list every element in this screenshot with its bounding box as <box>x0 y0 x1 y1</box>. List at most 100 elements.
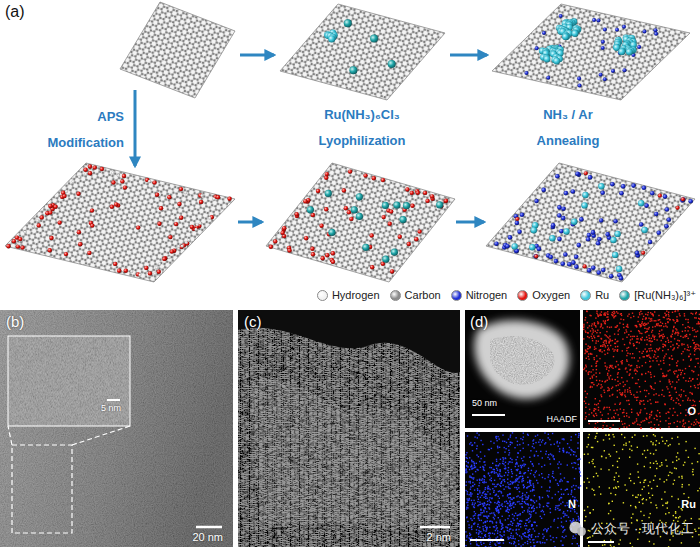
eds-dot <box>585 365 586 366</box>
eds-dot <box>538 533 539 534</box>
eds-dot <box>595 413 596 414</box>
eds-dot <box>605 323 606 324</box>
oxygen-atom <box>152 180 156 184</box>
nitrogen-atom <box>551 223 556 228</box>
eds-dot <box>510 493 511 494</box>
nitrogen-atom <box>559 14 563 18</box>
eds-dot <box>662 344 663 345</box>
eds-dot <box>541 466 542 467</box>
eds-dot <box>534 546 535 547</box>
ru-single-atom <box>512 243 518 249</box>
eds-dot <box>517 495 518 496</box>
eds-dot <box>559 480 560 481</box>
eds-dot <box>664 336 665 337</box>
eds-dot <box>546 451 547 452</box>
eds-dot <box>594 427 595 428</box>
eds-dot <box>600 326 601 327</box>
eds-dot <box>591 354 592 355</box>
ru-single-atom <box>638 200 644 206</box>
eds-dot <box>534 495 535 496</box>
eds-dot <box>474 522 475 523</box>
eds-dot <box>645 362 646 363</box>
eds-dot <box>637 338 638 339</box>
precursor-ion <box>328 229 335 236</box>
precursor-ion <box>403 202 410 209</box>
eds-dot <box>513 507 514 508</box>
eds-dot <box>600 349 601 350</box>
eds-dot <box>555 479 556 480</box>
eds-dot <box>527 511 528 512</box>
eds-dot <box>596 369 597 370</box>
eds-dot <box>517 523 518 524</box>
oxygen-atom <box>311 213 315 217</box>
eds-dot <box>685 422 686 423</box>
eds-dot <box>524 532 525 533</box>
eds-dot <box>637 424 638 425</box>
eds-dot <box>530 517 531 518</box>
nitrogen-atom <box>597 270 602 275</box>
sheet-base <box>486 163 695 282</box>
eds-dot <box>651 320 652 321</box>
eds-dot <box>656 348 657 349</box>
eds-dot <box>640 411 641 412</box>
eds-dot <box>613 313 614 314</box>
eds-dot <box>520 545 521 546</box>
eds-dot <box>662 336 663 337</box>
eds-dot <box>478 536 479 537</box>
eds-dot <box>506 510 507 511</box>
eds-dot <box>601 311 602 312</box>
oxygen-atom <box>310 247 314 251</box>
eds-dot <box>577 459 578 460</box>
eds-dot <box>659 325 660 326</box>
eds-dot <box>628 364 629 365</box>
eds-dot <box>562 545 563 546</box>
eds-dot <box>629 342 630 343</box>
eds-dot <box>688 397 689 398</box>
eds-dot <box>563 516 564 517</box>
eds-dot <box>635 325 636 326</box>
eds-dot <box>599 350 600 351</box>
hydrogen-atom <box>199 222 202 225</box>
eds-dot <box>499 498 500 499</box>
eds-dot <box>530 473 531 474</box>
precursor-ion <box>362 244 369 251</box>
eds-dot <box>549 487 550 488</box>
eds-dot <box>654 311 655 312</box>
eds-dot <box>672 415 673 416</box>
oxygen-atom <box>88 164 92 168</box>
eds-dot <box>594 346 595 347</box>
eds-dot <box>614 349 615 350</box>
oxygen-atom <box>418 229 422 233</box>
eds-dot <box>599 372 600 373</box>
eds-dot <box>681 389 682 390</box>
eds-dot <box>525 528 526 529</box>
eds-dot <box>674 373 675 374</box>
eds-dot <box>676 392 677 393</box>
eds-dot <box>699 401 700 402</box>
eds-dot <box>640 400 641 401</box>
ru-particle-atom <box>613 44 620 51</box>
eds-dot <box>694 347 695 348</box>
eds-dot <box>573 451 574 452</box>
oxygen-atom <box>122 174 126 178</box>
eds-dot <box>477 469 478 470</box>
eds-dot <box>677 332 678 333</box>
eds-dot <box>621 394 622 395</box>
nitrogen-atom <box>600 191 605 196</box>
oxygen-atom <box>120 179 124 183</box>
eds-dot <box>683 344 684 345</box>
eds-dot <box>628 347 629 348</box>
oxygen-atom <box>113 262 117 266</box>
hydrogen-atom <box>94 260 97 263</box>
eds-dot <box>528 530 529 531</box>
eds-dot <box>691 393 692 394</box>
precursor-ion <box>370 35 378 43</box>
eds-dot <box>483 467 484 468</box>
eds-dot <box>522 493 523 494</box>
oxygen-atom <box>414 237 418 241</box>
eds-dot <box>618 334 619 335</box>
eds-dot <box>612 340 613 341</box>
arrow <box>238 221 262 224</box>
hydrogen-atom <box>212 197 215 200</box>
eds-dot <box>492 471 493 472</box>
